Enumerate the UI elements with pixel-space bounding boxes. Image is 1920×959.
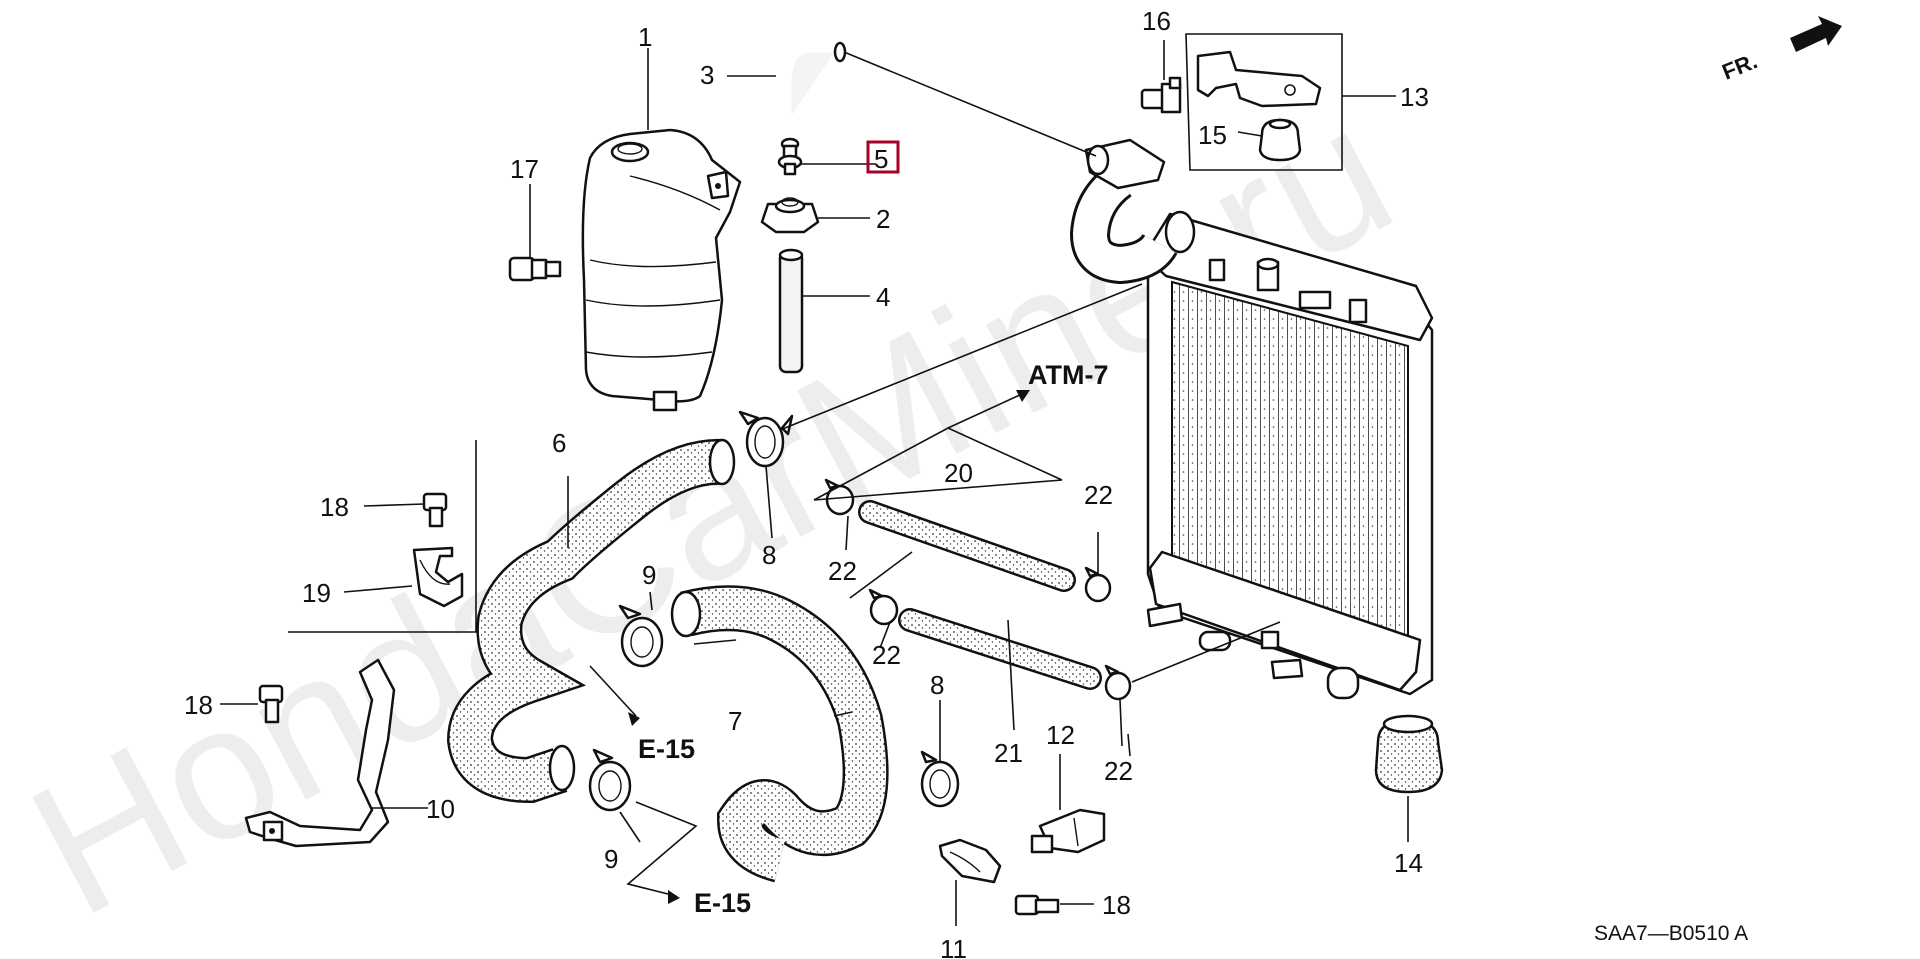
bolt-18-bottom[interactable]: [1014, 894, 1060, 916]
callout-12[interactable]: 12: [1046, 720, 1075, 750]
cushion-15[interactable]: [1258, 118, 1302, 162]
callout-15[interactable]: 15: [1198, 120, 1227, 150]
overflow-hose-3[interactable]: [774, 35, 847, 128]
hose-clamp-22-c[interactable]: [868, 588, 899, 626]
highlight-box-part-5: [866, 140, 900, 174]
callout-8-lower[interactable]: 8: [930, 670, 944, 700]
callout-4[interactable]: 4: [876, 282, 890, 312]
bolt-16[interactable]: [1140, 76, 1182, 114]
callout-13[interactable]: 13: [1400, 82, 1429, 112]
callout-17[interactable]: 17: [510, 154, 539, 184]
hose-clamp-22-b[interactable]: [1084, 566, 1112, 603]
radiator[interactable]: [1142, 212, 1434, 700]
reference-atm-7[interactable]: ATM-7: [1028, 360, 1109, 390]
callout-6[interactable]: 6: [552, 428, 566, 458]
callout-5[interactable]: 5: [874, 144, 888, 174]
upper-bracket-13[interactable]: [1196, 50, 1322, 108]
callout-16[interactable]: 16: [1142, 6, 1171, 36]
hose-bracket-10[interactable]: [244, 658, 396, 848]
cap-2[interactable]: [760, 197, 820, 234]
bolt-18-inset[interactable]: [422, 492, 448, 528]
inset-box: [288, 440, 477, 633]
callout-19[interactable]: 19: [302, 578, 331, 608]
arrow-heads: [628, 390, 1030, 904]
atf-hose-20[interactable]: [858, 500, 1076, 592]
callout-22-d[interactable]: 22: [1104, 756, 1133, 786]
callout-14[interactable]: 14: [1394, 848, 1423, 878]
callout-21[interactable]: 21: [994, 738, 1023, 768]
bolt-18-left[interactable]: [258, 684, 284, 724]
callout-18-inset[interactable]: 18: [320, 492, 349, 522]
holder-clip-19[interactable]: [412, 546, 464, 608]
holder-12[interactable]: [1030, 808, 1106, 854]
callout-22-a[interactable]: 22: [828, 556, 857, 586]
diagram-code: SAA7—B0510 A: [1594, 922, 1748, 945]
callout-8-upper[interactable]: 8: [762, 540, 776, 570]
reference-e-15-lower[interactable]: E-15: [694, 888, 751, 918]
radiator-cap[interactable]: [1084, 138, 1166, 190]
upper-bracket-group-box: [1185, 33, 1343, 171]
leader-lines: [220, 40, 1409, 926]
reference-e-15-upper[interactable]: E-15: [638, 734, 695, 764]
reserve-tank[interactable]: [581, 128, 742, 412]
mount-cushion-14[interactable]: [1374, 714, 1444, 794]
reference-labels: ATM-7 E-15 E-15: [638, 360, 1109, 918]
callout-9-upper[interactable]: 9: [642, 560, 656, 590]
callout-18-left[interactable]: 18: [184, 690, 213, 720]
lower-radiator-hose-7[interactable]: [670, 585, 889, 883]
callout-2[interactable]: 2: [876, 204, 890, 234]
callout-7[interactable]: 7: [728, 706, 742, 736]
callout-18-bottom[interactable]: 18: [1102, 890, 1131, 920]
callout-1[interactable]: 1: [638, 22, 652, 52]
atf-hose-21[interactable]: [898, 608, 1102, 690]
hose-clamp-9-upper[interactable]: [618, 604, 664, 668]
hose-4[interactable]: [778, 248, 804, 374]
hose-clamp-9-lower[interactable]: [588, 748, 632, 812]
callout-labels: 1 2 3 4 5 6 7 8 8 9 9 10 11 12 13 14 15 …: [184, 6, 1429, 959]
callout-9-lower[interactable]: 9: [604, 844, 618, 874]
front-direction-arrow: FR.: [1719, 16, 1842, 85]
hose-clamp-8-lower[interactable]: [920, 750, 960, 808]
callout-3[interactable]: 3: [700, 60, 714, 90]
callout-22-b[interactable]: 22: [1084, 480, 1113, 510]
hose-clamp-8-upper[interactable]: [738, 410, 794, 468]
callout-10[interactable]: 10: [426, 794, 455, 824]
radiator-filler-neck[interactable]: [1069, 163, 1196, 285]
callout-22-c[interactable]: 22: [872, 640, 901, 670]
callout-20[interactable]: 20: [944, 458, 973, 488]
bolt-17[interactable]: [508, 256, 562, 282]
hose-clamp-22-d[interactable]: [1104, 664, 1132, 701]
clip-11[interactable]: [938, 838, 1002, 884]
callout-11[interactable]: 11: [940, 934, 967, 959]
upper-radiator-hose-6[interactable]: [446, 438, 736, 804]
joint-5[interactable]: [777, 137, 803, 176]
front-direction-label: FR.: [1719, 48, 1761, 84]
